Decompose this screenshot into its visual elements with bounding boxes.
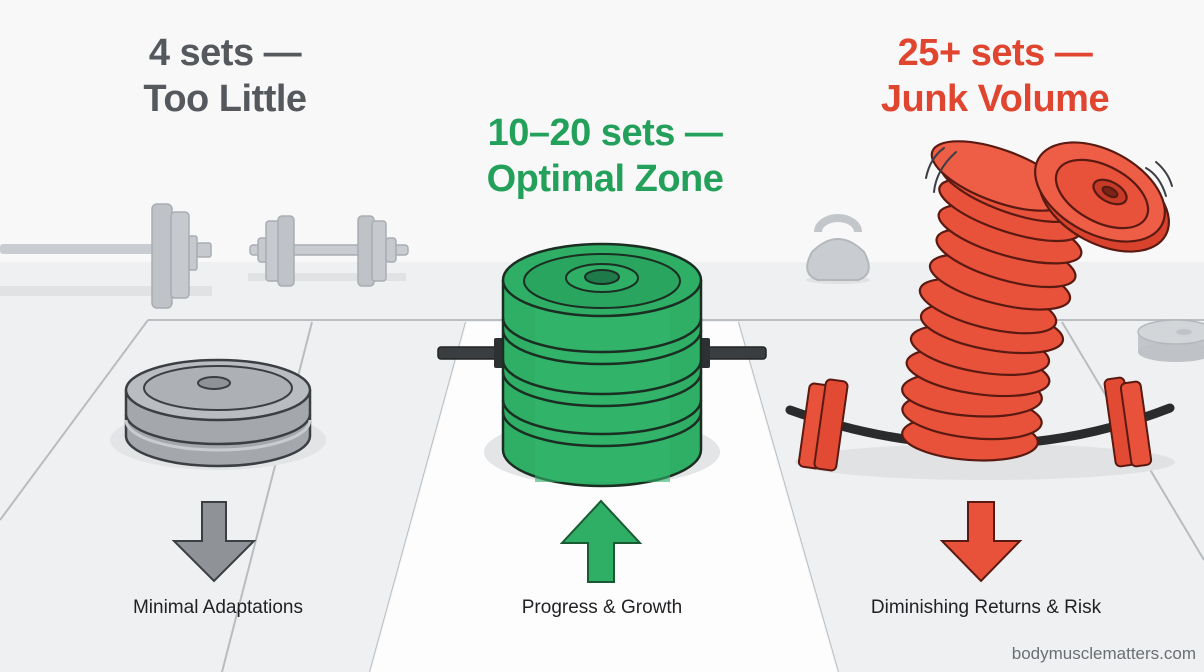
zone-title-too-little: 4 sets — Too Little bbox=[143, 32, 307, 120]
toppling-red-plate-stack-icon bbox=[785, 140, 1175, 480]
watermark: bodymusclematters.com bbox=[1011, 644, 1196, 663]
green-plate-stack-icon bbox=[437, 242, 767, 488]
down-arrow-gray-icon bbox=[171, 501, 257, 583]
kettlebell-icon bbox=[806, 214, 870, 284]
down-arrow-red-icon bbox=[939, 501, 1023, 583]
caption-diminishing-returns: Diminishing Returns & Risk bbox=[870, 597, 1102, 618]
gray-plate-stack-icon bbox=[110, 358, 326, 470]
caption-progress-growth: Progress & Growth bbox=[521, 597, 683, 618]
zone-title-optimal: 10–20 sets — Optimal Zone bbox=[486, 112, 724, 200]
loose-plate-icon bbox=[1137, 319, 1204, 362]
zone-title-junk: 25+ sets — Junk Volume bbox=[880, 32, 1110, 120]
caption-minimal-adaptations: Minimal Adaptations bbox=[132, 597, 304, 618]
up-arrow-green-icon bbox=[559, 499, 643, 583]
barbell-icon bbox=[0, 203, 212, 309]
dumbbell-icon bbox=[248, 215, 409, 287]
